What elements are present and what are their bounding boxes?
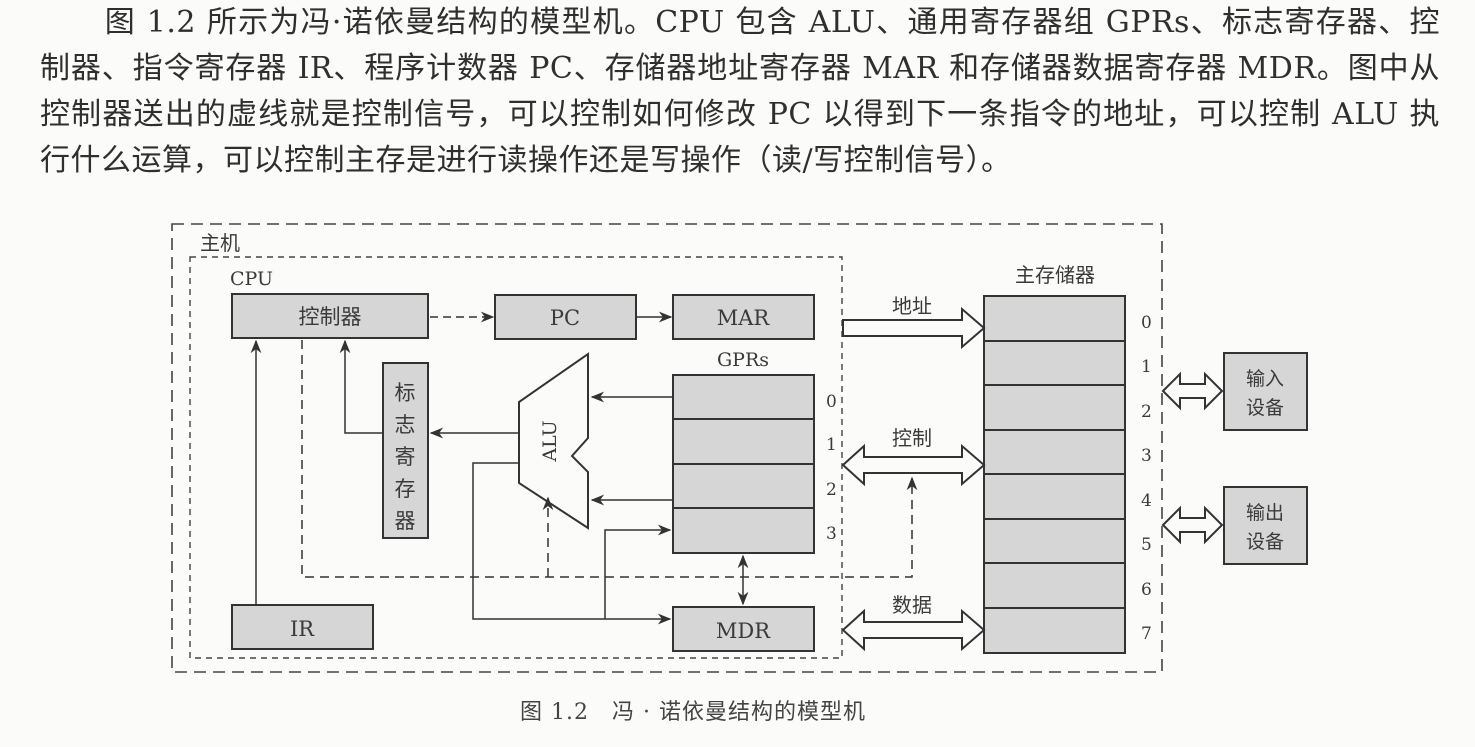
gpr-index-2: 2 [826,480,837,500]
mdr-box: MDR [672,606,815,652]
mem-index-0: 0 [1141,313,1152,333]
gprs-block [672,374,815,554]
input-device-line1: 输入 [1246,368,1284,390]
main-memory-block [983,295,1126,654]
input-device-box: 输入 设备 [1223,352,1308,431]
mem-index-4: 4 [1141,491,1152,511]
controller-box: 控制器 [231,293,429,339]
gpr-index-0: 0 [826,392,837,412]
input-device-line2: 设备 [1246,397,1284,419]
flag-register-box: 标 志 寄 存 器 [382,362,429,539]
input-device-link [1161,371,1224,411]
mar-label: MAR [717,306,771,330]
host-boundary [171,223,1163,673]
mem-index-7: 7 [1141,624,1152,644]
data-bus-arrow [841,608,986,652]
ir-label: IR [290,617,315,641]
control-bus-label: 控制 [892,426,932,450]
mem-index-2: 2 [1141,402,1152,422]
figure-caption: 图 1.2 冯 · 诺依曼结构的模型机 [520,700,866,725]
output-device-link [1161,505,1224,545]
host-label: 主机 [200,231,240,255]
pc-box: PC [494,294,637,340]
flag-char-3: 存 [395,477,416,501]
mem-index-3: 3 [1141,446,1152,466]
flag-char-4: 器 [395,509,416,533]
mem-index-6: 6 [1141,580,1152,600]
gprs-label: GPRs [717,349,769,371]
flag-char-2: 寄 [395,445,416,469]
mar-box: MAR [672,294,815,340]
memory-label: 主存储器 [1015,263,1095,287]
flag-to-controller-arrow [339,339,383,434]
address-bus-label: 地址 [892,294,932,318]
cpu-boundary [189,256,843,659]
ir-box: IR [231,604,374,650]
cpu-label: CPU [230,268,273,290]
data-bus-label: 数据 [892,593,932,617]
paragraph-text: 图 1.2 所示为冯·诺依曼结构的模型机。CPU 包含 ALU、通用寄存器组 G… [40,5,1440,178]
mdr-label: MDR [716,619,771,643]
gpr-index-3: 3 [826,524,837,544]
alu-unit: ALU [518,352,589,530]
output-device-box: 输出 设备 [1223,486,1308,565]
controller-label: 控制器 [299,305,362,329]
gpr-index-1: 1 [826,435,837,455]
output-device-line1: 输出 [1246,502,1284,524]
flag-char-0: 标 [395,381,416,405]
address-bus-arrow [842,306,986,350]
mem-index-5: 5 [1141,535,1152,555]
alu-output-to-mdr [472,462,672,625]
controller-signal-bus [301,340,918,578]
output-device-line2: 设备 [1246,531,1284,553]
flag-char-1: 志 [395,413,416,437]
alu-output-to-gpr3 [604,524,672,619]
control-bus-arrow [841,443,986,487]
alu-label: ALU [539,420,561,462]
mem-index-1: 1 [1141,357,1152,377]
intro-paragraph: 图 1.2 所示为冯·诺依曼结构的模型机。CPU 包含 ALU、通用寄存器组 G… [40,0,1440,184]
pc-label: PC [550,306,580,330]
